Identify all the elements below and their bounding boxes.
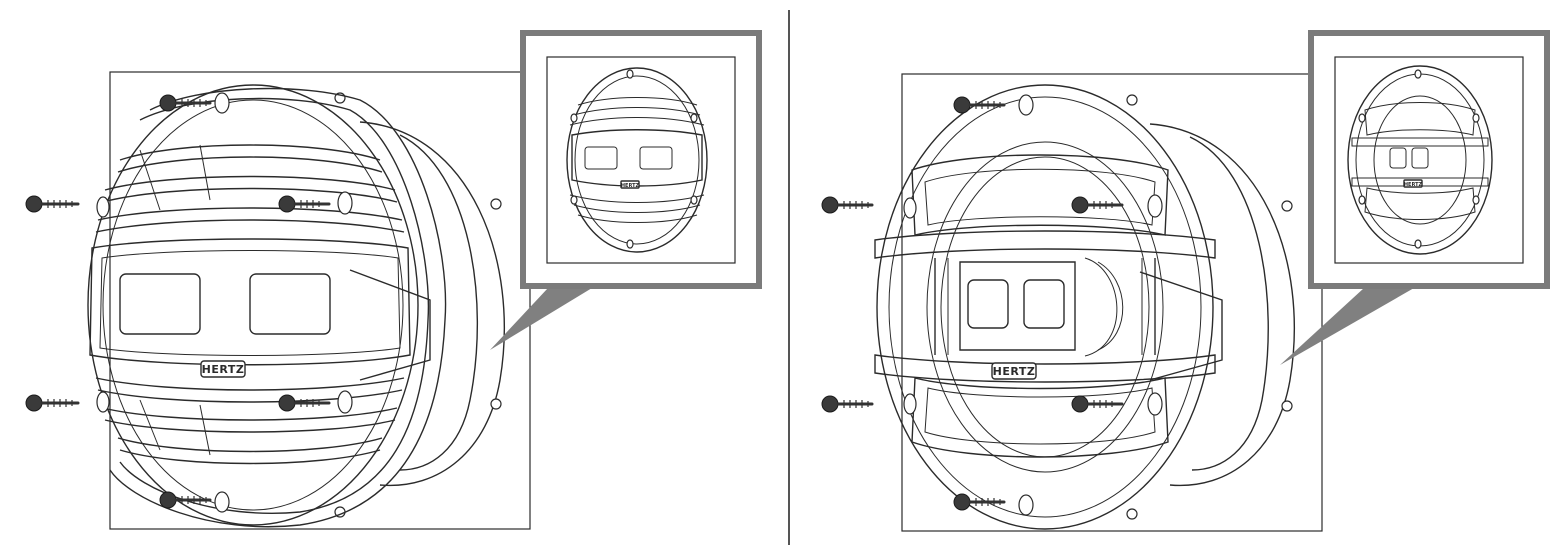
tweeter-window-left	[967, 279, 1009, 329]
grille-hole	[96, 391, 110, 413]
grille-hole	[903, 197, 917, 219]
screw-icon	[25, 195, 80, 213]
grille-ring	[876, 84, 1214, 530]
mount-hole	[1281, 400, 1293, 412]
callout-detail: HERTZ	[1280, 30, 1550, 365]
grille-hole	[903, 393, 917, 415]
screw-icon	[953, 493, 1006, 511]
grille-ring	[87, 84, 447, 528]
mount-hole	[1281, 200, 1293, 212]
grille-bars	[874, 154, 1216, 458]
mounting-surface	[901, 73, 1323, 532]
mount-hole	[490, 398, 502, 410]
grille-hole	[337, 191, 353, 215]
speaker-basket	[1139, 123, 1296, 487]
grille-hole	[214, 92, 230, 114]
grille-louvers-top	[95, 144, 405, 233]
driver-assembly	[959, 257, 1124, 357]
grille-hole	[337, 390, 353, 414]
screw-icon	[821, 196, 874, 214]
screw-icon	[159, 94, 212, 112]
mount-hole	[1126, 94, 1138, 106]
right-panel: HERTZ	[821, 30, 1550, 532]
screw-icon	[953, 96, 1006, 114]
callout-brand-label: HERTZ	[1404, 182, 1423, 188]
grille-hole	[1147, 392, 1163, 416]
screw-icon	[1071, 395, 1124, 413]
tweeter-window-right	[1023, 279, 1065, 329]
brand-label: HERTZ	[202, 363, 245, 376]
screw-icon	[159, 491, 212, 509]
brand-badge: HERTZ	[991, 362, 1037, 380]
grille-hole	[96, 196, 110, 218]
screw-icon	[25, 394, 80, 412]
callout-brand-label: HERTZ	[621, 183, 640, 189]
brand-badge: HERTZ	[200, 360, 246, 378]
brand-label: HERTZ	[993, 365, 1036, 378]
screw-icon	[1071, 196, 1124, 214]
mount-hole	[1126, 508, 1138, 520]
grille-hole	[214, 491, 230, 513]
screw-icon	[278, 195, 331, 213]
tweeter-window-right	[249, 273, 331, 335]
screw-icon	[821, 395, 874, 413]
grille-louvers-bottom	[95, 377, 405, 465]
grille-hole	[1018, 94, 1034, 116]
screw-icon	[278, 394, 331, 412]
grille-hole	[1018, 494, 1034, 516]
callout-detail: HERTZ	[490, 30, 762, 350]
left-panel: HERTZ	[25, 30, 762, 530]
tweeter-window-left	[119, 273, 201, 335]
grille-hole	[1147, 194, 1163, 218]
grille-faceplate	[89, 238, 411, 366]
mount-hole	[490, 198, 502, 210]
